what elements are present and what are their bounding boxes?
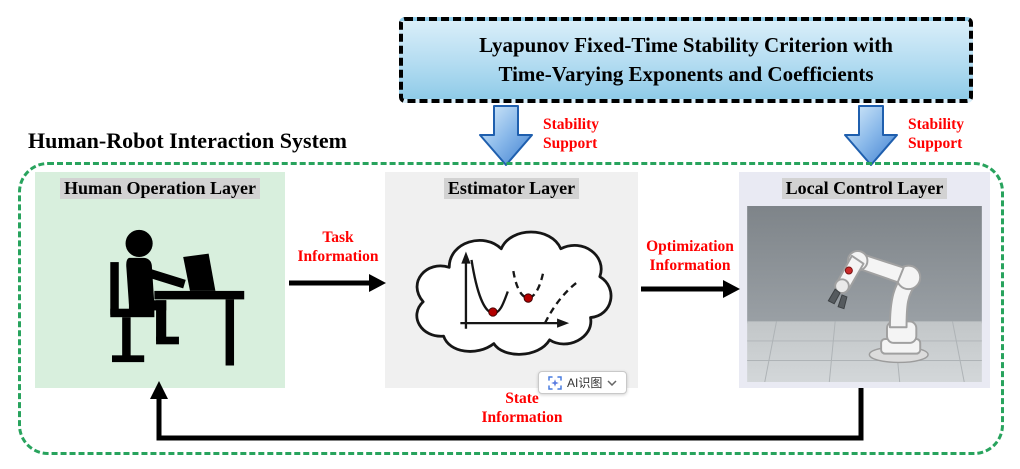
stability-arrow-down-icon bbox=[479, 105, 533, 166]
criterion-box: Lyapunov Fixed-Time Stability Criterion … bbox=[399, 17, 973, 103]
estimator-layer-title: Estimator Layer bbox=[443, 178, 580, 199]
local-control-layer: Local Control Layer bbox=[739, 172, 990, 388]
optimization-information-label: Optimization Information bbox=[646, 238, 734, 275]
ai-recognize-button[interactable]: AI识图 bbox=[538, 371, 628, 394]
system-frame bbox=[18, 162, 1004, 455]
task-information-label: Task Information bbox=[297, 229, 379, 266]
system-title: Human-Robot Interaction System bbox=[28, 128, 347, 153]
ai-recognize-label: AI识图 bbox=[567, 376, 603, 390]
stability-support-label-left: Stability Support bbox=[543, 116, 599, 152]
local-control-layer-title: Local Control Layer bbox=[781, 178, 948, 199]
cloud-curves-icon bbox=[415, 230, 613, 356]
state-information-label: State Information bbox=[481, 390, 563, 427]
person-at-desk-icon bbox=[110, 229, 245, 366]
human-operation-layer-title: Human Operation Layer bbox=[60, 178, 260, 199]
stability-support-label-right: Stability Support bbox=[908, 116, 964, 152]
human-operation-layer: Human Operation Layer bbox=[35, 172, 285, 388]
robot-arm-icon bbox=[747, 206, 982, 382]
chevron-down-icon bbox=[607, 379, 617, 386]
criterion-box-text: Lyapunov Fixed-Time Stability Criterion … bbox=[479, 33, 893, 86]
ai-scan-icon bbox=[548, 375, 562, 390]
stability-arrow-down-icon bbox=[844, 105, 898, 166]
estimator-layer: Estimator Layer bbox=[385, 172, 638, 388]
